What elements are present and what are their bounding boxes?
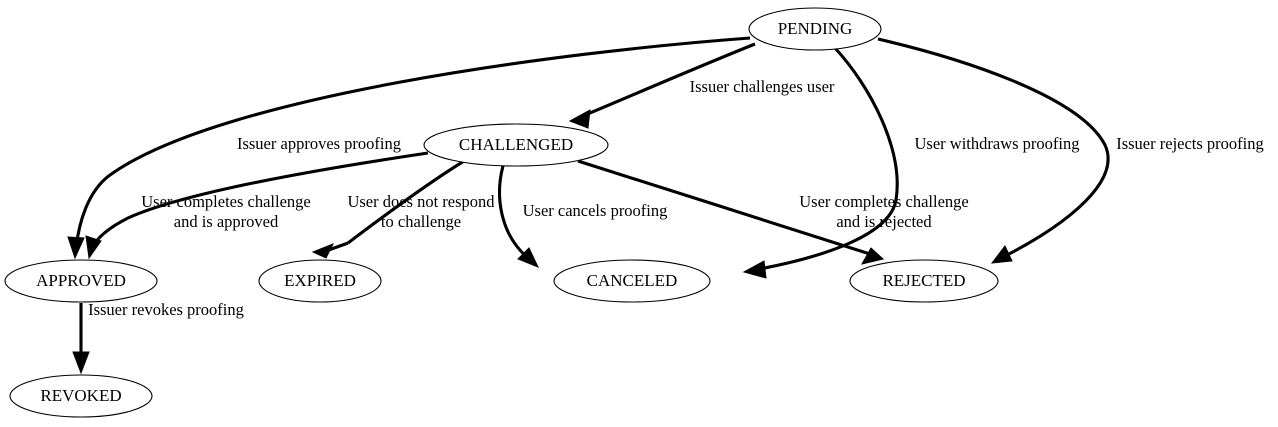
edge-challenged-rejected[interactable]: User completes challenge and is rejected [577, 159, 969, 265]
edge-challenged-rejected-label-line2: and is rejected [836, 212, 932, 231]
edge-pending-rejected-path [877, 37, 1110, 260]
edge-challenged-approved-label-line1: User completes challenge [141, 192, 311, 211]
node-rejected-label: REJECTED [882, 271, 965, 290]
edge-pending-canceled[interactable]: User withdraws proofing [742, 46, 1080, 279]
node-revoked-ellipse [9, 374, 153, 418]
edge-approved-revoked[interactable]: Issuer revokes proofing [72, 300, 244, 375]
edge-pending-approved-arrowhead [67, 236, 85, 260]
node-challenged-ellipse [423, 123, 609, 167]
edge-challenged-expired-path-tail [317, 241, 349, 256]
edge-challenged-approved-path [90, 151, 429, 249]
edge-challenged-expired-label-line1: User does not respond [347, 192, 495, 211]
node-rejected-ellipse [849, 259, 999, 303]
node-approved-label: APPROVED [36, 271, 126, 290]
node-expired-ellipse [258, 259, 382, 303]
edge-approved-revoked-arrowhead [72, 351, 90, 375]
edge-pending-rejected-arrowhead [990, 245, 1013, 264]
edge-challenged-canceled-label: User cancels proofing [523, 201, 668, 220]
edge-challenged-approved-label-line2: and is approved [174, 212, 279, 231]
edge-challenged-rejected-path [577, 159, 874, 257]
edge-challenged-approved-arrowhead [85, 235, 102, 260]
edge-pending-challenged-path [577, 42, 756, 120]
edge-pending-challenged[interactable]: Issuer challenges user [568, 42, 835, 129]
node-revoked-label: REVOKED [40, 386, 121, 405]
edge-pending-rejected-label: Issuer rejects proofing [1116, 134, 1264, 153]
node-rejected[interactable]: REJECTED [849, 259, 999, 303]
node-pending-ellipse [748, 7, 882, 51]
edge-challenged-rejected-arrowhead [861, 247, 885, 265]
node-revoked[interactable]: REVOKED [9, 374, 153, 418]
node-canceled-ellipse [553, 259, 711, 303]
node-approved-ellipse [4, 259, 158, 303]
edge-challenged-expired-label-line2: to challenge [381, 212, 461, 231]
edge-approved-revoked-label: Issuer revokes proofing [88, 300, 244, 319]
edge-pending-rejected[interactable]: Issuer rejects proofing [877, 37, 1264, 264]
node-expired[interactable]: EXPIRED [258, 259, 382, 303]
edge-pending-canceled-label: User withdraws proofing [915, 134, 1080, 153]
edge-pending-challenged-arrowhead [568, 109, 591, 129]
node-challenged-label: CHALLENGED [459, 135, 573, 154]
node-expired-label: EXPIRED [284, 271, 356, 290]
edge-pending-approved[interactable]: Issuer approves proofing [67, 36, 751, 260]
edge-challenged-approved[interactable]: User completes challenge and is approved [85, 151, 429, 260]
edge-pending-challenged-label: Issuer challenges user [690, 77, 835, 96]
edge-challenged-expired-path [347, 159, 465, 245]
edge-pending-canceled-path [753, 46, 899, 272]
edge-challenged-rejected-label-line1: User completes challenge [799, 192, 969, 211]
edge-challenged-canceled[interactable]: User cancels proofing [498, 165, 668, 268]
node-pending-label: PENDING [778, 19, 853, 38]
node-canceled-label: CANCELED [587, 271, 678, 290]
edge-pending-approved-path [74, 36, 751, 249]
node-challenged[interactable]: CHALLENGED [423, 123, 609, 167]
node-approved[interactable]: APPROVED [4, 259, 158, 303]
node-canceled[interactable]: CANCELED [553, 259, 711, 303]
edge-pending-approved-label: Issuer approves proofing [237, 134, 401, 153]
edge-challenged-canceled-arrowhead [517, 247, 539, 268]
edge-challenged-canceled-path [498, 165, 530, 260]
node-pending[interactable]: PENDING [748, 7, 882, 51]
edge-pending-canceled-arrowhead [742, 260, 767, 279]
edge-challenged-expired[interactable]: User does not respond to challenge [311, 159, 495, 259]
